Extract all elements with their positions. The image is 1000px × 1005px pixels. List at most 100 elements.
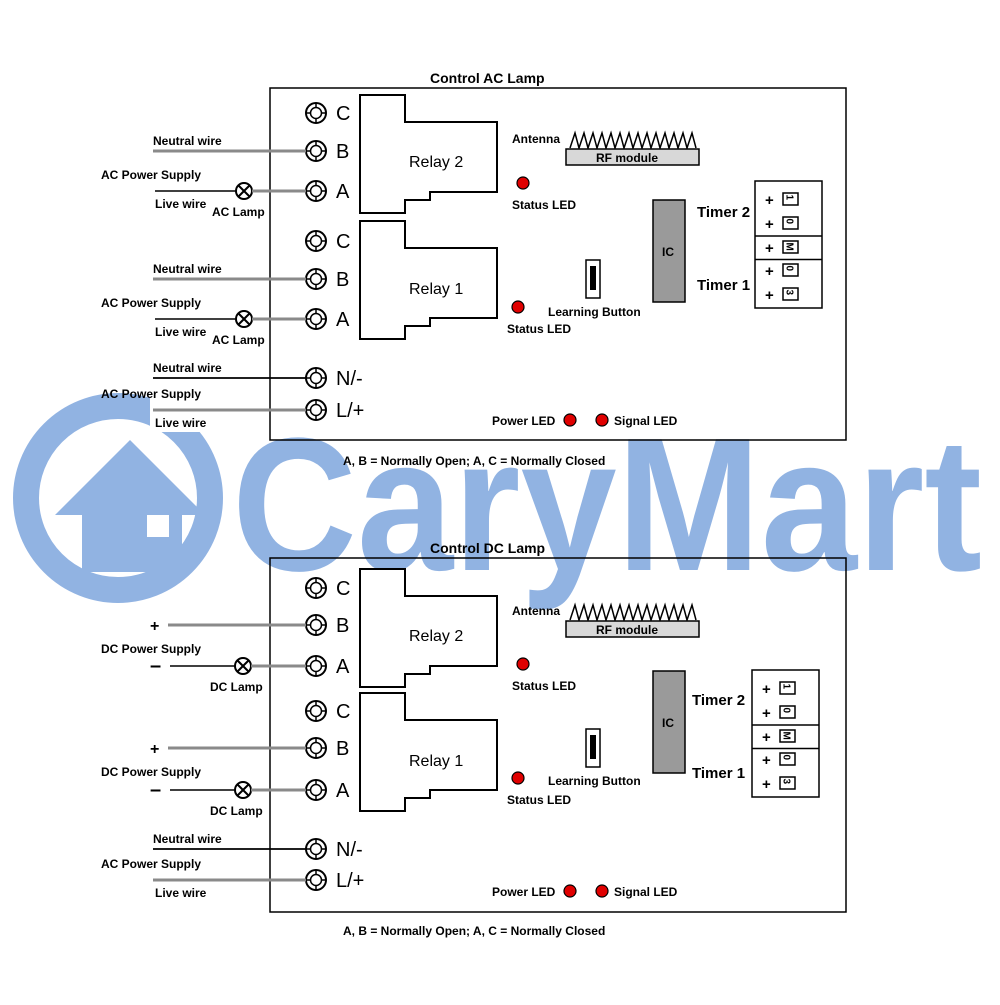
power-supply-label: AC Power Supply xyxy=(101,168,201,182)
relay-2-label: Relay 2 xyxy=(409,154,463,171)
timer-1-label: Timer 1 xyxy=(692,765,745,782)
status-led-relay-2 xyxy=(516,657,530,671)
dip-switch-4 xyxy=(779,776,796,790)
dip-switch-value: M xyxy=(784,243,795,251)
power-led xyxy=(563,884,577,898)
antenna-label: Antenna xyxy=(512,132,560,146)
learning-button-label: Learning Button xyxy=(548,774,641,788)
lamp-label: DC Lamp xyxy=(210,804,263,818)
timer-2-label: Timer 2 xyxy=(692,692,745,709)
antenna-coil-icon xyxy=(569,130,697,151)
lamp-icon xyxy=(234,657,252,675)
negative-label: – xyxy=(150,779,161,801)
dip-switch-2 xyxy=(779,729,796,743)
dip-switch-value: 0 xyxy=(781,755,792,761)
dip-sign: + xyxy=(762,729,771,746)
dip-switch-0 xyxy=(779,681,796,695)
dip-switch-1 xyxy=(782,216,799,230)
ic-label: IC xyxy=(662,245,674,259)
terminal-label: B xyxy=(336,738,349,760)
dip-sign: + xyxy=(762,752,771,769)
rf-module-label: RF module xyxy=(596,151,658,165)
terminal-label: A xyxy=(336,656,350,678)
live-wire-label: Live wire xyxy=(155,197,207,211)
antenna-coil-icon xyxy=(569,602,697,623)
signal-led-label: Signal LED xyxy=(614,885,678,899)
board-outline xyxy=(269,87,847,441)
timer-1-label: Timer 1 xyxy=(697,277,750,294)
house-in-circle-logo xyxy=(13,392,240,603)
learning-button-knob xyxy=(590,266,596,290)
relay-2-body xyxy=(359,94,498,214)
watermark: CaryMart xyxy=(13,392,982,611)
terminal-label: A xyxy=(336,181,350,203)
screw-terminal-b-1 xyxy=(305,140,327,162)
signal-led xyxy=(595,884,609,898)
lamp-icon xyxy=(235,182,253,200)
screw-terminal-a-2 xyxy=(305,655,327,677)
screw-terminal-c-0 xyxy=(305,577,327,599)
signal-led xyxy=(595,413,609,427)
lamp-icon xyxy=(235,310,253,328)
lamp-label: AC Lamp xyxy=(212,205,265,219)
footer-note: A, B = Normally Open; A, C = Normally Cl… xyxy=(343,924,605,938)
dip-switch-value: M xyxy=(781,732,792,740)
dip-switch-value: 3 xyxy=(781,779,792,785)
screw-terminal-c-0 xyxy=(305,102,327,124)
dip-sign: + xyxy=(765,287,774,304)
dip-sign: + xyxy=(765,192,774,209)
live-wire-label: Live wire xyxy=(155,416,207,430)
dip-switch-3 xyxy=(782,263,799,277)
dip-switch-1 xyxy=(779,705,796,719)
dip-switch-value: 1 xyxy=(781,684,792,690)
antenna-label: Antenna xyxy=(512,604,560,618)
neutral-wire-label: Neutral wire xyxy=(153,262,222,276)
screw-terminal-a-5 xyxy=(305,308,327,330)
live-wire-label: Live wire xyxy=(155,886,207,900)
lamp-label: DC Lamp xyxy=(210,680,263,694)
screw-terminal-b-4 xyxy=(305,737,327,759)
panel-title: Control AC Lamp xyxy=(430,70,545,86)
power-supply-label: AC Power Supply xyxy=(101,387,201,401)
terminal-label: A xyxy=(336,309,350,331)
dip-sign: + xyxy=(765,240,774,257)
rf-module-box xyxy=(565,148,700,166)
dip-switch-3 xyxy=(779,752,796,766)
power-led-label: Power LED xyxy=(492,414,556,428)
positive-label: + xyxy=(150,618,159,635)
status-led-1-label: Status LED xyxy=(507,793,571,807)
negative-label: – xyxy=(150,655,161,677)
power-supply-label: AC Power Supply xyxy=(101,857,201,871)
rf-module-label: RF module xyxy=(596,623,658,637)
screw-terminal-a-5 xyxy=(305,779,327,801)
relay-1-body xyxy=(359,692,498,812)
board-outline xyxy=(269,557,847,913)
power-led-label: Power LED xyxy=(492,885,556,899)
footer-note: A, B = Normally Open; A, C = Normally Cl… xyxy=(343,454,605,468)
dip-switch-value: 3 xyxy=(784,290,795,296)
dip-switch-0 xyxy=(782,192,799,206)
terminal-label: B xyxy=(336,615,349,637)
relay-1-label: Relay 1 xyxy=(409,753,463,770)
learning-button-label: Learning Button xyxy=(548,305,641,319)
status-led-relay-1 xyxy=(511,771,525,785)
panel-title: Control DC Lamp xyxy=(430,540,545,556)
positive-label: + xyxy=(150,741,159,758)
screw-terminal-l-7 xyxy=(305,869,327,891)
relay-1-label: Relay 1 xyxy=(409,281,463,298)
rf-module-box xyxy=(565,620,700,638)
power-supply-label: DC Power Supply xyxy=(101,642,201,656)
relay-1-body xyxy=(359,220,498,340)
screw-terminal-a-2 xyxy=(305,180,327,202)
signal-led-label: Signal LED xyxy=(614,414,678,428)
terminal-label: C xyxy=(336,578,350,600)
screw-terminal-b-1 xyxy=(305,614,327,636)
ic-label: IC xyxy=(662,716,674,730)
status-led-1-label: Status LED xyxy=(507,322,571,336)
status-led-relay-1 xyxy=(511,300,525,314)
relay-2-label: Relay 2 xyxy=(409,628,463,645)
dip-sign: + xyxy=(762,776,771,793)
